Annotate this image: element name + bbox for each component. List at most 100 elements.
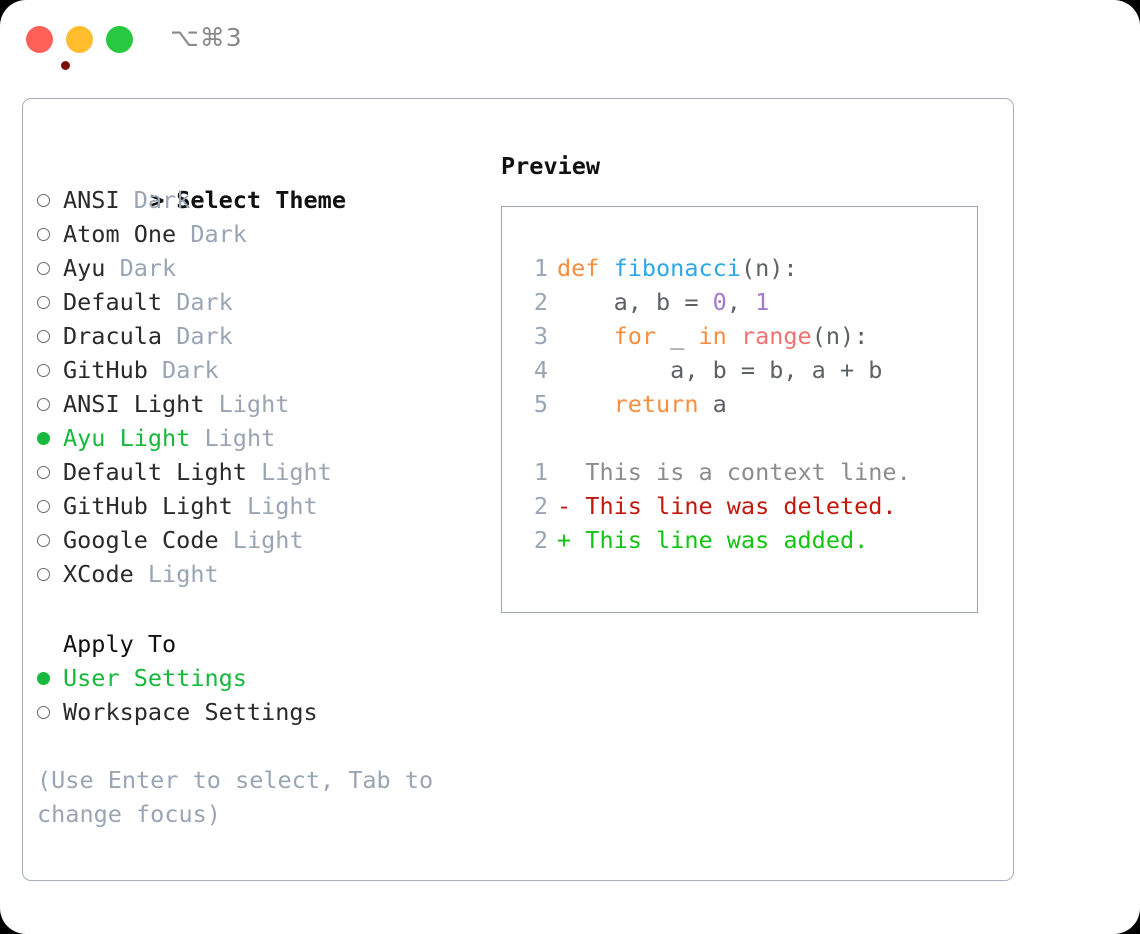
line-number: 3 <box>533 322 548 350</box>
radio-dot <box>37 432 50 445</box>
theme-list-item[interactable]: GitHub Dark <box>37 353 477 387</box>
code-token: _ <box>656 322 699 350</box>
radio-unselected-icon <box>37 489 63 523</box>
radio-unselected-icon <box>37 455 63 489</box>
theme-variant-badge: Light <box>261 458 332 486</box>
theme-name: GitHub Light <box>63 492 233 520</box>
diff-text: This is a context line. <box>571 458 911 486</box>
code-line: 4 a, b = b, a + b <box>522 353 977 387</box>
theme-variant-badge: Dark <box>176 288 233 316</box>
radio-selected-icon <box>37 661 63 695</box>
radio-dot <box>37 262 50 275</box>
close-button[interactable] <box>26 26 70 70</box>
theme-list-item[interactable]: Default Light Light <box>37 455 477 489</box>
diff-sample: 1 This is a context line. 2- This line wa… <box>522 455 977 557</box>
radio-dot <box>37 500 50 513</box>
theme-name: Atom One <box>63 220 177 248</box>
code-line: 3 for _ in range(n): <box>522 319 977 353</box>
diff-sign: - <box>557 492 572 520</box>
line-number: 2 <box>533 492 548 520</box>
theme-picker-header: >Select Theme <box>37 149 477 214</box>
radio-dot <box>37 194 50 207</box>
theme-list-item[interactable]: Atom One Dark <box>37 217 477 251</box>
theme-variant-badge: Light <box>204 424 276 452</box>
recording-indicator-icon <box>61 61 70 70</box>
apply-to-label: User Settings <box>63 664 247 692</box>
apply-to-item[interactable]: User Settings <box>37 661 477 695</box>
code-token <box>557 390 614 418</box>
radio-dot <box>37 228 50 241</box>
code-token: return <box>613 390 699 418</box>
line-number: 1 <box>533 254 548 282</box>
code-token <box>557 322 614 350</box>
radio-dot <box>37 672 50 685</box>
radio-unselected-icon <box>37 387 63 421</box>
diff-text: This line was added. <box>571 526 869 554</box>
code-token: fibonacci <box>613 254 741 282</box>
radio-dot <box>37 398 50 411</box>
radio-unselected-icon <box>37 251 63 285</box>
theme-list-item[interactable]: Ayu Light Light <box>37 421 477 455</box>
theme-variant-badge: Light <box>246 492 318 520</box>
radio-unselected-icon <box>37 183 63 217</box>
code-token: range <box>740 322 812 350</box>
theme-name: Dracula <box>63 322 163 350</box>
line-number: 5 <box>533 390 548 418</box>
radio-dot <box>37 330 50 343</box>
radio-dot <box>37 296 50 309</box>
code-line: 2 a, b = 0, 1 <box>522 285 977 319</box>
code-diff-spacer <box>522 421 977 455</box>
code-token: 0 <box>712 288 727 316</box>
theme-picker-header-label: Select Theme <box>176 186 346 214</box>
code-token: a, b = <box>557 288 713 316</box>
preview-title: Preview <box>501 152 601 180</box>
theme-name: Default Light <box>63 458 247 486</box>
radio-unselected-icon <box>37 217 63 251</box>
theme-variant-badge: Dark <box>133 186 191 214</box>
theme-list-item[interactable]: GitHub Light Light <box>37 489 477 523</box>
code-token: for <box>613 322 657 350</box>
theme-list-item[interactable]: Google Code Light <box>37 523 477 557</box>
theme-list-item[interactable]: XCode Light <box>37 557 477 591</box>
line-number: 2 <box>533 288 548 316</box>
line-number: 2 <box>533 526 548 554</box>
radio-selected-icon <box>37 421 63 455</box>
theme-list-item[interactable]: ANSI Dark <box>37 183 477 217</box>
theme-variant-badge: Light <box>218 390 290 418</box>
theme-name: Google Code <box>63 526 219 554</box>
code-token: in <box>698 322 727 350</box>
line-number: 1 <box>533 458 548 486</box>
maximize-button[interactable] <box>106 26 133 53</box>
diff-line: 1 This is a context line. <box>522 455 977 489</box>
code-line: 5 return a <box>522 387 977 421</box>
code-token: 1 <box>755 288 770 316</box>
minimize-button[interactable] <box>66 26 93 53</box>
theme-variant-badge: Dark <box>190 220 247 248</box>
code-token: (n): <box>740 254 798 282</box>
radio-unselected-icon <box>37 557 63 591</box>
theme-list-item[interactable]: Default Dark <box>37 285 477 319</box>
theme-variant-badge: Dark <box>162 356 219 384</box>
apply-to-item[interactable]: Workspace Settings <box>37 695 477 729</box>
theme-variant-badge: Dark <box>119 254 177 282</box>
code-token <box>727 322 741 350</box>
hint-text: (Use Enter to select, Tab to change focu… <box>37 766 434 828</box>
theme-variant-badge: Dark <box>176 322 233 350</box>
theme-list-item[interactable]: Ayu Dark <box>37 251 477 285</box>
theme-name: GitHub <box>63 356 148 384</box>
theme-list-item[interactable]: Dracula Dark <box>37 319 477 353</box>
radio-dot <box>37 534 50 547</box>
theme-list-item[interactable]: ANSI Light Light <box>37 387 477 421</box>
diff-text: This line was deleted. <box>571 492 897 520</box>
radio-unselected-icon <box>37 285 63 319</box>
keyboard-shortcut-label: ⌥⌘3 <box>170 23 243 52</box>
radio-unselected-icon <box>37 523 63 557</box>
